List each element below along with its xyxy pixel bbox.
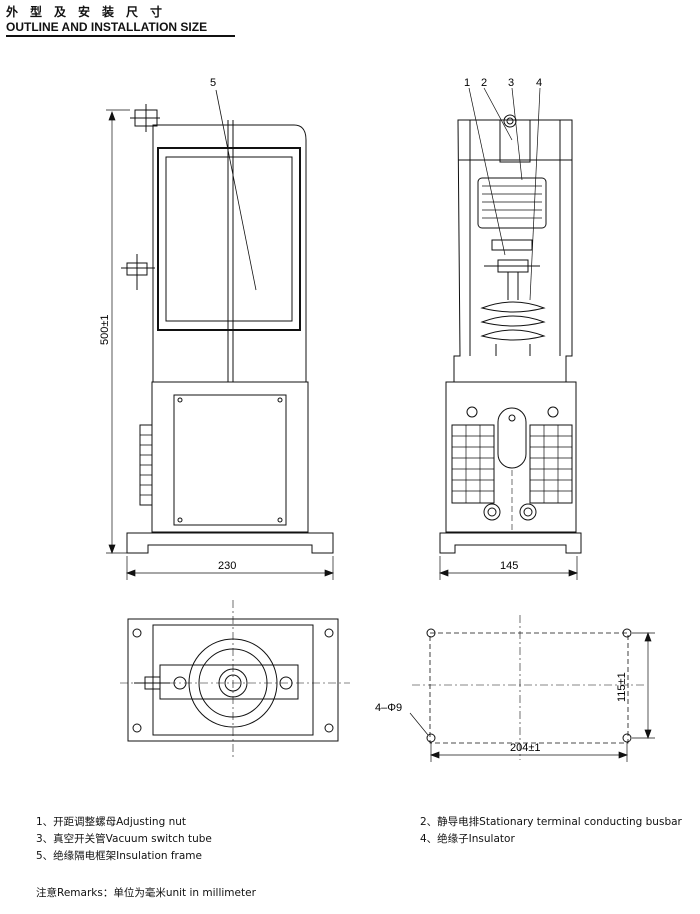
front-view (439, 87, 582, 580)
mounting-view (409, 615, 655, 762)
legend-item-1: 1、开距调整螺母Adjusting nut (36, 816, 187, 828)
side-view (106, 89, 334, 580)
top-view (120, 600, 350, 760)
callout-3: 3 (508, 77, 514, 89)
mounting-width-dimension: 204±1 (510, 742, 541, 754)
hole-label: 4–Φ9 (375, 702, 402, 714)
mounting-height-dimension: 115±1 (616, 672, 628, 702)
height-dimension: 500±1 (99, 314, 111, 345)
callout-1: 1 (464, 77, 470, 89)
width-dimension-230: 230 (218, 560, 236, 572)
callout-2: 2 (481, 77, 487, 89)
width-dimension-145: 145 (500, 560, 518, 572)
legend-item-5: 5、绝缘隔电框架Insulation frame (36, 850, 202, 862)
callout-5: 5 (210, 77, 216, 89)
remark-note: 注意Remarks：单位为毫米unit in millimeter (36, 887, 256, 899)
legend-item-3: 3、真空开关管Vacuum switch tube (36, 833, 212, 845)
section-header: 外型及安装尺寸 OUTLINE AND INSTALLATION SIZE (6, 4, 235, 37)
legend-item-2: 2、静导电排Stationary terminal conducting bus… (420, 816, 682, 828)
section-title-en: OUTLINE AND INSTALLATION SIZE (6, 20, 235, 37)
section-title-cn: 外型及安装尺寸 (6, 5, 175, 19)
callout-4: 4 (536, 77, 542, 89)
legend-item-4: 4、绝缘子Insulator (420, 833, 515, 845)
